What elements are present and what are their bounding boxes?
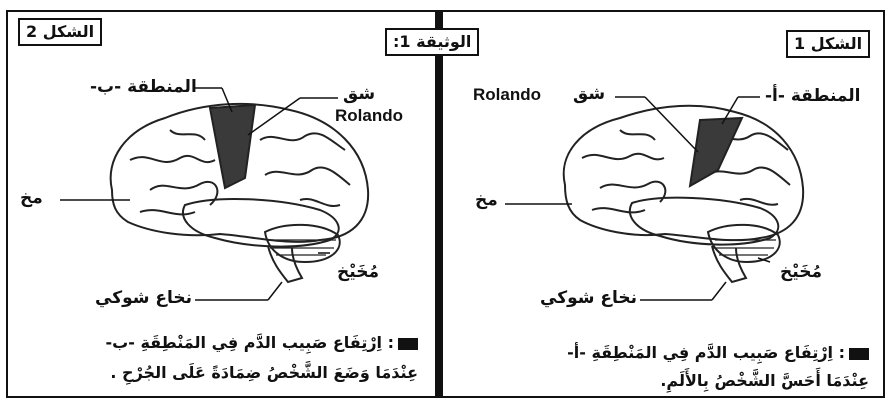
- right-brain-label: مخ: [475, 190, 498, 210]
- document-title: الوثيقة 1:: [385, 28, 480, 56]
- left-cerebellum-label: مُخَيْخ: [337, 262, 379, 282]
- left-spinal-label: نخاع شوكي: [95, 288, 193, 308]
- left-cerebellum: [263, 223, 341, 264]
- left-caption-line-2: عِنْدَمَا وَضَعَ الشَّخْصُ ضِمَادَةً عَل…: [110, 363, 418, 382]
- right-rolando-en: Rolando: [473, 85, 541, 104]
- right-caption-line-2: عِنْدَمَا أَحَسَّ الشَّخْصُ بِالأَلَمِ.: [660, 371, 869, 390]
- panel-divider: [437, 10, 441, 398]
- left-caption-line-1: : اِرْتِفَاع صَبِيب الدَّم فِي المَنْطِق…: [106, 330, 418, 356]
- right-brain-drawing: [562, 104, 805, 284]
- right-region-label: المنطقة -أ-: [765, 86, 861, 106]
- left-cerebrum: [109, 102, 370, 243]
- left-brain-label: مخ: [20, 188, 43, 208]
- right-caption-line-1: : اِرْتِفَاع صَبِيب الدَّم فِي المَنْطِق…: [567, 340, 869, 366]
- left-region-b: [208, 103, 257, 190]
- caption-square-icon: [398, 337, 418, 350]
- left-region-label: المنطقة -ب-: [90, 77, 197, 97]
- left-rolando-ar: شق: [343, 84, 376, 104]
- figure-1-title: الشكل 1: [786, 30, 871, 58]
- figure-2-panel: [6, 10, 437, 398]
- right-brainstem: [711, 245, 748, 284]
- right-spinal-label: نخاع شوكي: [540, 288, 638, 308]
- right-temporal-lobe: [629, 196, 780, 246]
- left-leader-lines: [60, 87, 338, 301]
- left-brain-drawing: [109, 102, 370, 284]
- right-region-a: [688, 116, 744, 188]
- left-brainstem: [267, 245, 304, 284]
- right-cerebellum-label: مُخَيْخ: [780, 262, 822, 282]
- right-leader-lines: [505, 96, 771, 301]
- figure-2-title: الشكل 2: [18, 18, 103, 46]
- left-rolando-en: Rolando: [335, 106, 403, 125]
- right-rolando-ar: شق: [573, 84, 606, 104]
- caption-square-icon: [849, 347, 869, 360]
- right-cerebrum: [562, 104, 805, 242]
